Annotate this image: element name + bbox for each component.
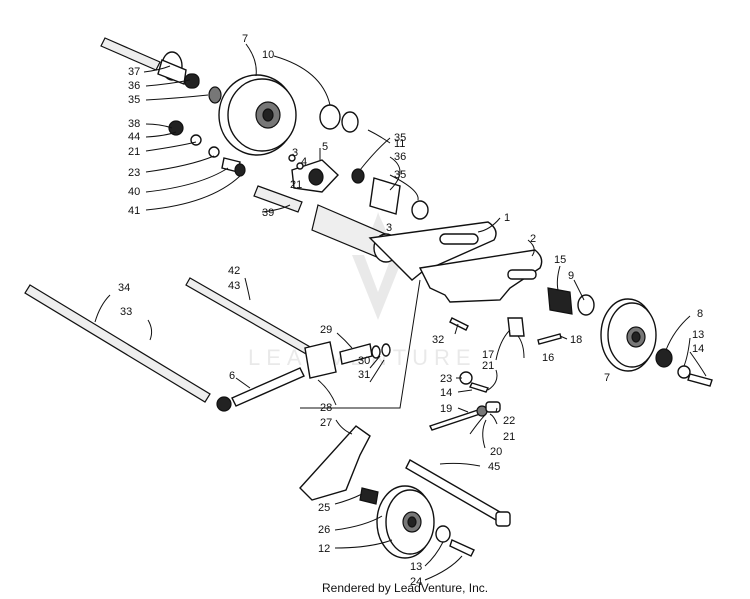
upper-shaft-assembly (100, 37, 713, 431)
callout-35: 35 (128, 94, 140, 106)
callout-21: 21 (128, 146, 140, 158)
callout-40: 40 (128, 186, 140, 198)
callout-35: 35 (394, 132, 406, 144)
callout-36: 36 (394, 151, 406, 163)
callout-31: 31 (358, 369, 370, 381)
callout-28: 28 (320, 402, 332, 414)
callout-21: 21 (290, 179, 302, 191)
callout-30: 30 (358, 355, 370, 367)
callout-27: 27 (320, 417, 332, 429)
callout-7: 7 (242, 33, 248, 45)
callout-7: 7 (604, 372, 610, 384)
callout-36: 36 (128, 80, 140, 92)
callout-26: 26 (318, 524, 330, 536)
lower-suspension-assembly (24, 277, 511, 559)
callout-41: 41 (128, 205, 140, 217)
callout-6: 6 (229, 370, 235, 382)
callout-14: 14 (692, 343, 704, 355)
callout-10: 10 (262, 49, 274, 61)
callout-24: 24 (410, 576, 422, 588)
callout-34: 34 (118, 282, 130, 294)
callout-25: 25 (318, 502, 330, 514)
callout-4: 4 (301, 156, 307, 168)
callout-16: 16 (542, 352, 554, 364)
leader-lines (94, 43, 707, 581)
callout-29: 29 (320, 324, 332, 336)
callout-44: 44 (128, 131, 140, 143)
callout-8: 8 (697, 308, 703, 320)
callout-38: 38 (128, 118, 140, 130)
callout-43: 43 (228, 280, 240, 292)
callout-11: 11 (394, 138, 405, 150)
callout-42: 42 (228, 265, 240, 277)
callout-21: 21 (503, 431, 515, 443)
callout-45: 45 (488, 461, 500, 473)
callout-5: 5 (322, 141, 328, 153)
callout-17: 17 (482, 349, 494, 361)
callout-9: 9 (568, 270, 574, 282)
callout-12: 12 (318, 543, 330, 555)
callout-23: 23 (440, 373, 452, 385)
callout-13: 13 (692, 329, 704, 341)
callout-14: 14 (440, 387, 452, 399)
callout-15: 15 (554, 254, 566, 266)
callout-23: 23 (128, 167, 140, 179)
callout-3: 3 (386, 222, 392, 234)
callout-19: 19 (440, 403, 452, 415)
footer-credit: Rendered by LeadVenture, Inc. (322, 581, 489, 595)
callout-33: 33 (120, 306, 132, 318)
callout-37: 37 (128, 66, 140, 78)
callout-35: 35 (394, 169, 406, 181)
callout-2: 2 (530, 233, 536, 245)
callout-32: 32 (432, 334, 444, 346)
callout-labels: 37 36 35 38 44 21 23 40 41 7 10 11 35 36… (118, 33, 704, 588)
callout-3: 3 (292, 147, 298, 159)
callout-22: 22 (503, 415, 515, 427)
callout-21: 21 (482, 360, 494, 372)
callout-1: 1 (504, 212, 510, 224)
callout-13: 13 (410, 561, 422, 573)
callout-20: 20 (490, 446, 502, 458)
callout-18: 18 (570, 334, 582, 346)
callout-39: 39 (262, 207, 274, 219)
